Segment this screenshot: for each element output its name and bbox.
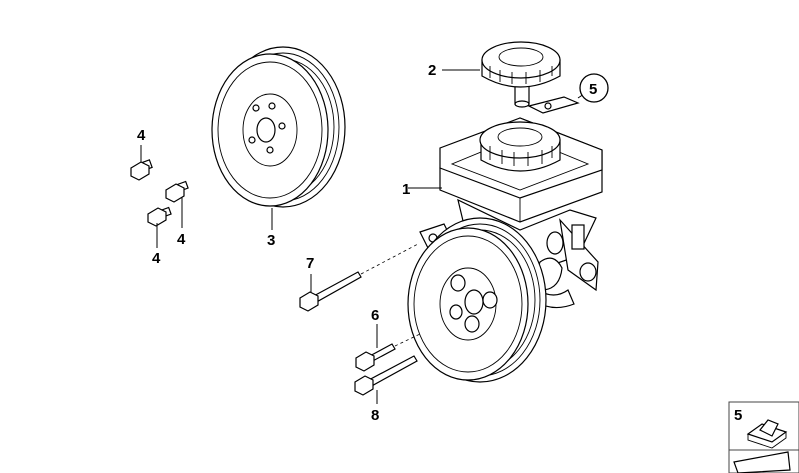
callout-4-upper: 4 (137, 127, 146, 144)
callout-8: 8 (371, 407, 379, 424)
pulley-part[interactable] (211, 46, 346, 208)
pump-body-part[interactable] (407, 117, 603, 383)
callout-3: 3 (267, 232, 275, 249)
callout-4-mid: 4 (177, 231, 186, 248)
bolt-6-part[interactable] (355, 333, 421, 372)
callout-7: 7 (306, 255, 314, 272)
bolt-7-part[interactable] (299, 243, 419, 312)
callout-5-circle: 5 (579, 73, 609, 103)
callout-1: 1 (402, 181, 410, 198)
leader-lines (140, 69, 585, 404)
bolt-4-mid[interactable] (165, 180, 189, 203)
callout-2: 2 (428, 62, 436, 79)
reservoir-cap-part[interactable] (481, 41, 561, 108)
inset-box[interactable]: 5 (728, 401, 799, 473)
bolt-4-lower[interactable] (147, 206, 172, 227)
callout-5: 5 (589, 81, 597, 98)
callout-4-lower: 4 (152, 250, 161, 267)
clip-part[interactable] (527, 96, 580, 114)
callout-6: 6 (371, 307, 379, 324)
bolt-4-upper[interactable] (130, 159, 153, 181)
inset-callout-5: 5 (734, 407, 742, 424)
bolt-8-part[interactable] (354, 355, 418, 396)
